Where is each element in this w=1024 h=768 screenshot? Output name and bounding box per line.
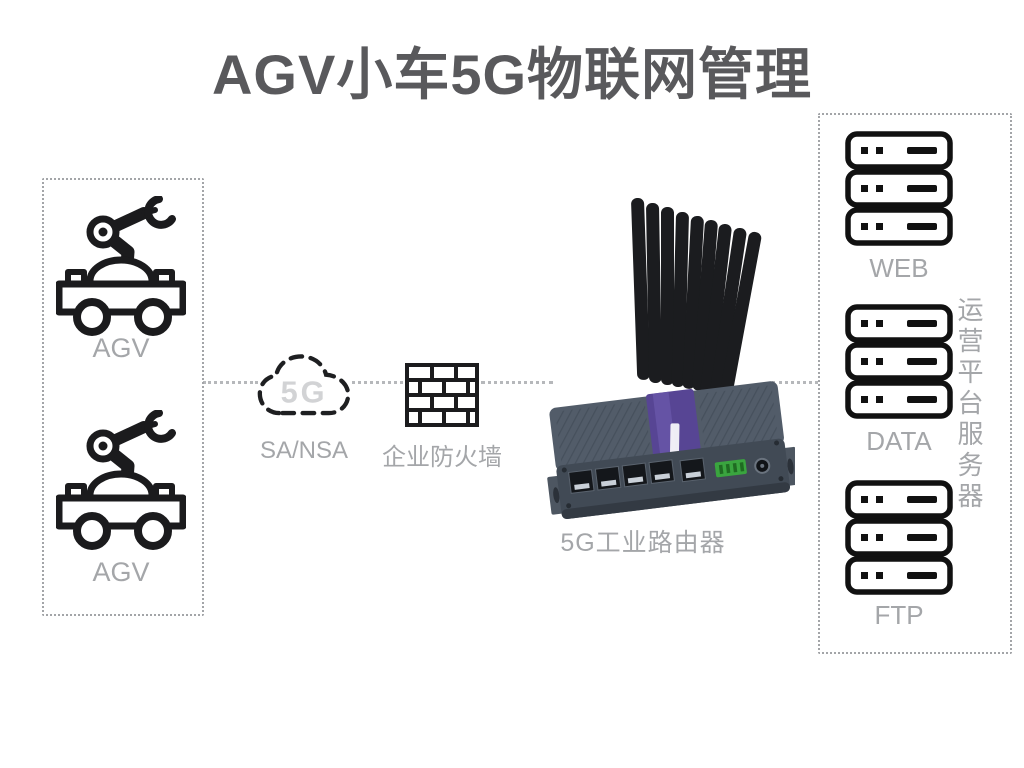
agv-label-2: AGV <box>92 557 150 587</box>
router-antennas <box>631 197 762 395</box>
5g-cloud-icon: 5G <box>257 354 351 416</box>
server-stack-icon-ftp <box>845 480 953 595</box>
connector-router-to-servers <box>772 381 818 384</box>
agv-group-box <box>42 178 204 616</box>
5g-router-image <box>547 197 795 520</box>
server-label-data: DATA <box>866 426 932 456</box>
router-ethernet-ports <box>568 457 706 494</box>
agv-label-1: AGV <box>92 333 150 363</box>
agv-robot-cart-icon <box>56 410 186 550</box>
router-chassis <box>547 381 795 520</box>
server-label-ftp: FTP <box>874 600 924 630</box>
firewall-label: 企业防火墙 <box>382 444 502 471</box>
page-title: AGV小车5G物联网管理 <box>211 43 813 106</box>
connector-firewall-to-router <box>481 381 553 384</box>
server-group-box <box>818 113 1012 654</box>
server-stack-icon-data <box>845 304 953 419</box>
server-group-side-label: 运营平台服务器 <box>954 296 984 513</box>
firewall-icon <box>405 363 479 427</box>
agv-robot-cart-icon <box>56 196 186 336</box>
connector-agv-to-cloud <box>203 381 258 384</box>
router-label: 5G工业路由器 <box>560 529 726 557</box>
router-terminal-block <box>714 459 747 478</box>
cloud-label: SA/NSA <box>259 437 349 464</box>
server-label-web: WEB <box>869 253 929 283</box>
server-stack-icon-web <box>845 131 953 246</box>
cloud-5g-text: 5G <box>281 375 328 410</box>
connector-cloud-to-firewall <box>352 381 403 384</box>
